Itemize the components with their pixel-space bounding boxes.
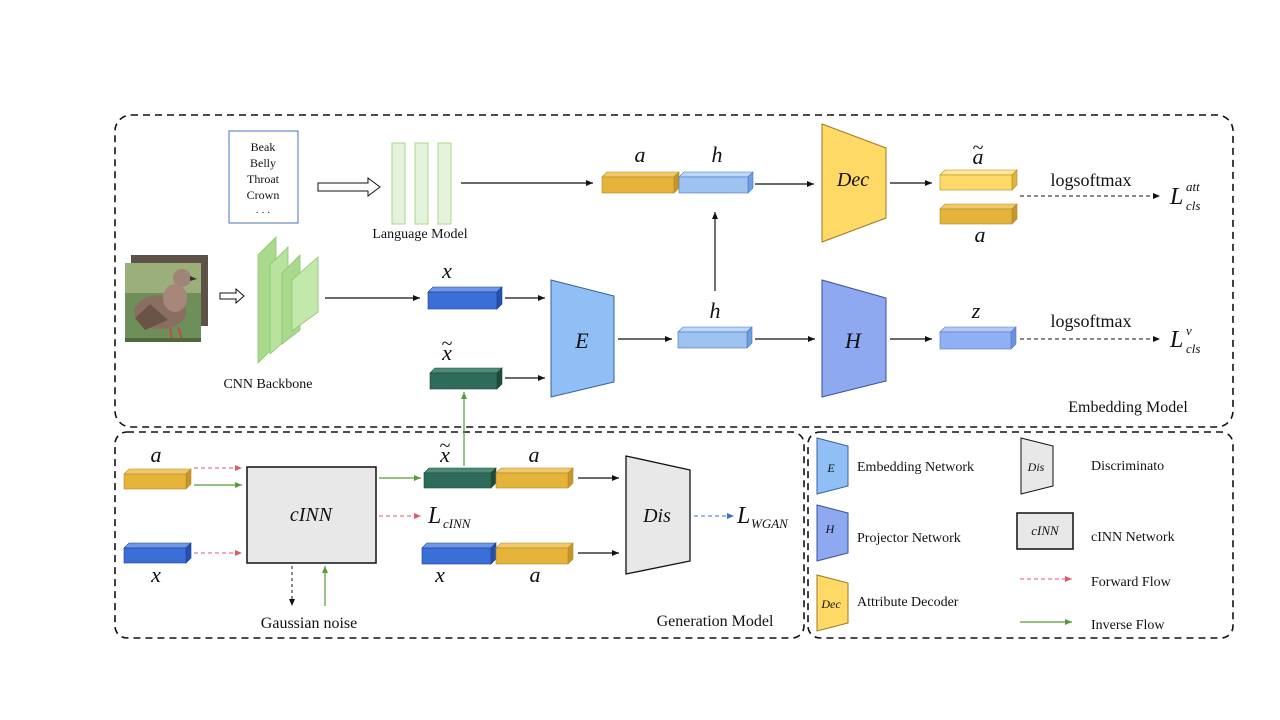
legend-projector-icon <box>816 504 849 562</box>
hidden-feature-bar-mid <box>677 326 753 349</box>
legend-cinn-label: cINN Network <box>1091 530 1175 545</box>
tilde-xtilde-gen: ~ <box>440 435 451 457</box>
legend-forward-flow-label: Forward Flow <box>1091 575 1172 590</box>
attribute-recon-bar <box>939 169 1018 191</box>
symbol-a-pair1: a <box>529 442 540 467</box>
hollow-arrow-icon <box>219 287 245 305</box>
attribute-word-crown: Crown <box>247 188 280 202</box>
attribute-word-throat: Throat <box>247 172 280 186</box>
embedding-label: E <box>574 328 589 353</box>
hidden-feature-bar-top <box>678 171 754 194</box>
symbol-h-top: h <box>712 142 723 167</box>
legend-decoder-icon <box>816 574 849 632</box>
legend-embedding-icon <box>816 437 849 495</box>
loss-cls-v-sup: v <box>1186 323 1192 338</box>
legend-inverse-flow-label: Inverse Flow <box>1091 618 1165 633</box>
loss-wgan-sub: WGAN <box>751 516 789 531</box>
legend-projector-symbol: H <box>825 522 836 536</box>
attribute-word-beak: Beak <box>251 140 276 154</box>
symbol-a-pair2: a <box>530 562 541 587</box>
loss-cinn: L <box>427 503 441 529</box>
logsoftmax-bottom-label: logsoftmax <box>1051 311 1132 331</box>
symbol-xtilde-top: x <box>441 340 452 365</box>
legend-cinn-symbol: cINN <box>1031 523 1060 538</box>
symbol-x-top: x <box>441 258 452 283</box>
symbol-atilde: a <box>973 144 984 169</box>
logsoftmax-top-label: logsoftmax <box>1051 170 1132 190</box>
gen-pair1-attribute-bar <box>495 467 574 489</box>
loss-cinn-sub: cINN <box>443 516 472 531</box>
attribute-word-belly: Belly <box>250 156 276 170</box>
legend-frame <box>807 431 1234 639</box>
legend-embedding-symbol: E <box>826 461 835 475</box>
gen-pair2-attribute-bar <box>495 542 574 565</box>
legend-embedding-label: Embedding Network <box>857 460 974 475</box>
tilde-atilde: ~ <box>973 137 984 159</box>
attribute-word-box <box>228 130 299 224</box>
attribute-word-ellipsis: · · · <box>256 208 271 219</box>
embedding-network-block <box>550 279 615 398</box>
attribute-target-bar <box>939 203 1018 225</box>
gen-synthetic-bar <box>423 467 497 489</box>
synthetic-feature-bar <box>429 367 503 390</box>
language-model-label: Language Model <box>372 227 467 242</box>
discriminator-block <box>625 455 691 575</box>
loss-cls-att-sup: att <box>1186 179 1200 194</box>
cinn-label: cINN <box>290 504 334 526</box>
gen-visual-bar <box>123 542 192 564</box>
loss-cls-v: L <box>1169 327 1183 353</box>
visual-feature-bar <box>427 286 503 310</box>
cnn-backbone-label: CNN Backbone <box>223 377 312 392</box>
cinn-block <box>246 466 377 564</box>
legend-discriminator-symbol: Dis <box>1027 460 1045 474</box>
symbol-z: z <box>971 298 981 323</box>
decoder-label: Dec <box>836 169 869 191</box>
cnn-backbone-icon <box>257 236 319 364</box>
legend-discriminator-icon <box>1020 437 1054 495</box>
symbol-a-top: a <box>635 142 646 167</box>
hollow-arrow-icon <box>317 177 381 197</box>
symbol-a-gen: a <box>151 442 162 467</box>
symbol-x-gen: x <box>150 562 161 587</box>
legend-decoder-label: Attribute Decoder <box>857 595 959 610</box>
loss-cls-att: L <box>1169 184 1183 210</box>
projected-feature-bar <box>939 326 1017 350</box>
legend-cinn-icon <box>1016 512 1074 550</box>
attribute-feature-bar <box>601 171 680 194</box>
generation-model-frame <box>114 431 805 639</box>
symbol-xtilde-gen: x <box>439 442 450 467</box>
projector-network-block <box>821 279 887 398</box>
generation-model-label: Generation Model <box>657 613 774 630</box>
symbol-x-pair2: x <box>434 562 445 587</box>
discriminator-label: Dis <box>642 505 671 527</box>
symbol-h-mid: h <box>710 298 721 323</box>
embedding-model-frame <box>114 114 1234 428</box>
legend-projector-label: Projector Network <box>857 531 961 546</box>
loss-cls-att-sub: cls <box>1186 198 1200 213</box>
projector-label: H <box>844 328 862 353</box>
legend-discriminator-label: Discriminato <box>1091 459 1164 474</box>
embedding-model-label: Embedding Model <box>1068 399 1188 416</box>
gen-pair2-visual-bar <box>421 542 497 565</box>
symbol-a-target: a <box>975 222 986 247</box>
decoder-network-block <box>821 123 887 243</box>
language-model-icon <box>391 142 452 225</box>
tilde-xtilde-top: ~ <box>442 333 453 355</box>
bird-image <box>125 255 208 342</box>
legend-decoder-symbol: Dec <box>820 597 841 611</box>
loss-cls-v-sub: cls <box>1186 341 1200 356</box>
gaussian-noise-label: Gaussian noise <box>261 615 357 632</box>
gen-attribute-bar <box>123 468 192 490</box>
loss-wgan: L <box>736 503 750 529</box>
